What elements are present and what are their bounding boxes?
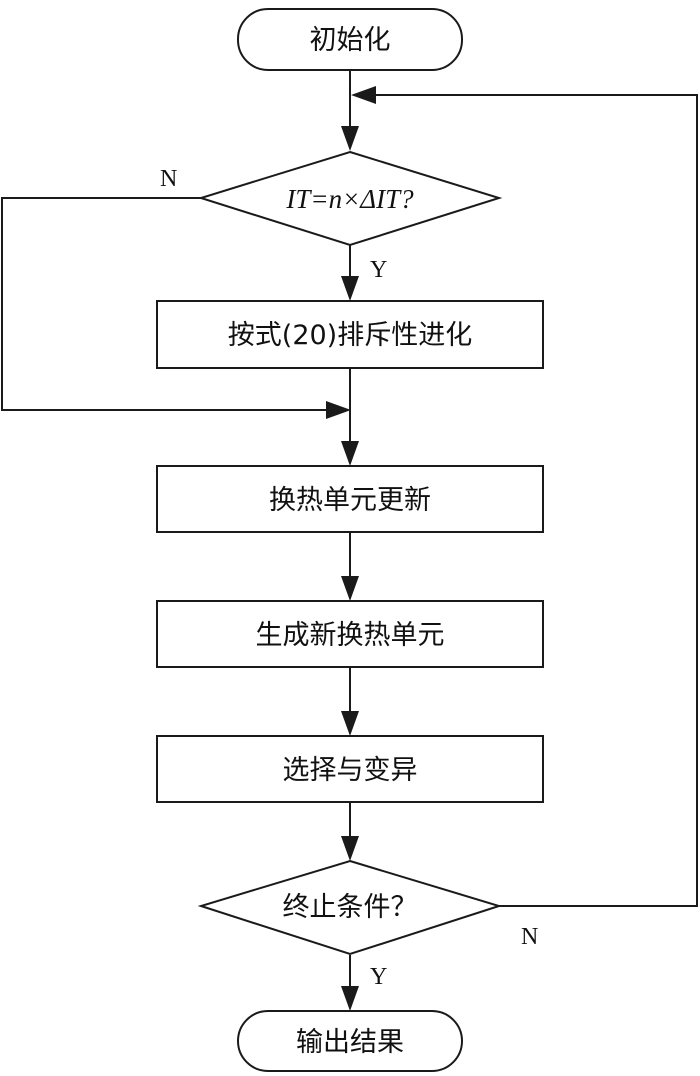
node-output-label: 输出结果 bbox=[296, 1027, 404, 1058]
node-check-it-label: IT=n×ΔIT? bbox=[285, 184, 414, 214]
connectors bbox=[1, 70, 698, 988]
arrowhead-into-output bbox=[341, 986, 359, 1011]
terminal-shape bbox=[237, 1010, 463, 1072]
arrowhead-bypass-merge bbox=[326, 401, 351, 419]
arrowheads bbox=[326, 86, 376, 1011]
arrowhead-loop-back bbox=[351, 86, 376, 104]
terminal-shape bbox=[237, 8, 463, 71]
node-generate-label: 生成新换热单元 bbox=[256, 620, 445, 651]
edge-label-stop-no: N bbox=[521, 924, 538, 950]
arrowhead-into-evolve bbox=[341, 276, 359, 301]
arrowhead-into-stop bbox=[341, 836, 359, 861]
node-generate: 生成新换热单元 bbox=[156, 600, 544, 668]
node-output: 输出结果 bbox=[237, 1010, 463, 1072]
process-shape bbox=[156, 600, 544, 668]
node-update: 换热单元更新 bbox=[156, 465, 544, 533]
arrowhead-into-generate bbox=[341, 576, 359, 601]
process-shape bbox=[156, 465, 544, 533]
edge-label-check-no: N bbox=[160, 166, 177, 192]
node-update-label: 换热单元更新 bbox=[269, 485, 431, 516]
arrowhead-into-select bbox=[341, 711, 359, 736]
node-stop-check: 终止条件？ bbox=[197, 859, 503, 956]
node-select: 选择与变异 bbox=[156, 735, 544, 803]
node-evolve-label: 按式(20)排斥性进化 bbox=[228, 320, 472, 351]
arrowhead-into-check bbox=[341, 126, 359, 151]
decision-shape bbox=[197, 859, 503, 956]
node-select-label: 选择与变异 bbox=[283, 755, 418, 786]
arrowhead-into-update bbox=[341, 441, 359, 466]
node-evolve: 按式(20)排斥性进化 bbox=[156, 300, 544, 369]
process-shape bbox=[156, 300, 544, 369]
decision-shape bbox=[197, 150, 503, 247]
node-init-label: 初始化 bbox=[310, 25, 391, 56]
node-stop-check-label: 终止条件？ bbox=[283, 892, 418, 923]
edge-label-stop-yes: Y bbox=[370, 964, 387, 990]
process-shape bbox=[156, 735, 544, 803]
edge-check-no-bypass bbox=[1, 197, 332, 411]
edge-label-check-yes: Y bbox=[370, 257, 387, 283]
edge-stop-no-loop bbox=[370, 94, 698, 907]
node-init: 初始化 bbox=[237, 8, 463, 71]
node-check-it: IT=n×ΔIT? bbox=[197, 150, 503, 247]
